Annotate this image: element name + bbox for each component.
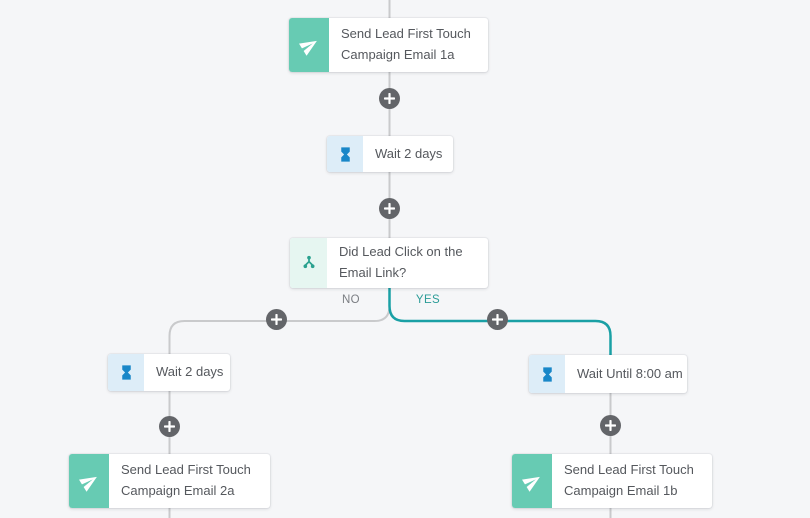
paper-plane-icon [521,476,540,492]
node-label: Did Lead Click on the Email Link? [339,244,463,280]
paper-plane-icon [298,40,317,56]
node-label: Send Lead First Touch Campaign Email 1b [564,462,694,498]
plus-icon [164,421,175,432]
plus-icon [384,93,395,104]
node-wait-until-8am[interactable]: Wait Until 8:00 am [529,355,687,393]
add-step-button[interactable] [600,415,621,436]
branch-iconbox [290,238,327,288]
plus-icon [492,314,503,325]
branch-icon [303,255,314,269]
node-label: Send Lead First Touch Campaign Email 2a [121,462,251,498]
hourglass-icon [340,146,350,162]
hourglass-icon [121,365,131,380]
branch-no-label: NO [341,294,361,306]
node-wait-2-days-top[interactable]: Wait 2 days [327,136,453,172]
hourglass-icon [542,366,552,382]
plus-icon [384,203,395,214]
wait-iconbox [529,355,565,393]
plus-icon [271,314,282,325]
wait-iconbox [327,136,363,172]
node-send-email-1b[interactable]: Send Lead First Touch Campaign Email 1b [512,454,712,508]
add-step-button[interactable] [266,309,287,330]
node-send-email-1a[interactable]: Send Lead First Touch Campaign Email 1a [289,18,488,72]
node-label: Send Lead First Touch Campaign Email 1a [341,26,471,62]
plus-icon [605,420,616,431]
add-step-button[interactable] [379,88,400,109]
node-wait-2-days-no-branch[interactable]: Wait 2 days [108,354,230,391]
add-step-button[interactable] [159,416,180,437]
wait-iconbox [108,354,144,391]
send-email-iconbox [69,454,109,508]
node-label: Wait Until 8:00 am [577,365,683,381]
node-decision-did-lead-click[interactable]: Did Lead Click on the Email Link? [290,238,488,288]
paper-plane-icon [78,476,97,492]
branch-yes-label: YES [415,294,441,306]
add-step-button[interactable] [379,198,400,219]
send-email-iconbox [289,18,329,72]
node-send-email-2a[interactable]: Send Lead First Touch Campaign Email 2a [69,454,270,508]
node-label: Wait 2 days [156,364,224,380]
add-step-button[interactable] [487,309,508,330]
send-email-iconbox [512,454,552,508]
node-label: Wait 2 days [375,145,443,161]
